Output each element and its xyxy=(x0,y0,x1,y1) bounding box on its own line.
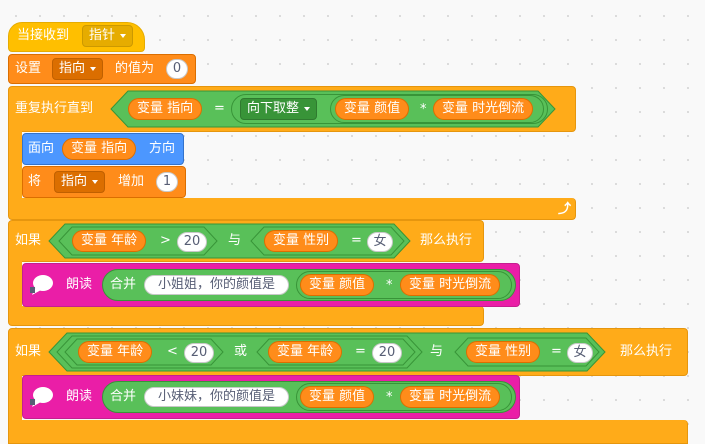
join-text-input-1[interactable]: 小姐姐，你的颜值是 xyxy=(144,275,289,295)
change-value-input[interactable]: 1 xyxy=(156,172,178,192)
change-variable-dropdown[interactable]: 指向 xyxy=(54,171,106,193)
change-variable-value: 指向 xyxy=(61,174,88,189)
join-2-label: 合并 xyxy=(110,389,137,404)
say2-multiply-sign: * xyxy=(386,390,393,405)
say2-color-reporter[interactable]: 变量 颜值 xyxy=(300,386,375,408)
age-b-value-input[interactable]: 20 xyxy=(372,343,402,363)
direction-label: 方向 xyxy=(149,141,176,156)
then-2-label: 那么执行 xyxy=(620,344,673,359)
variable-color-reporter[interactable]: 变量 颜值 xyxy=(335,98,410,120)
say1-color-reporter[interactable]: 变量 颜值 xyxy=(300,274,375,296)
when-receive-label: 当接收到 xyxy=(17,28,70,43)
and-label: 与 xyxy=(228,233,242,248)
chevron-down-icon xyxy=(92,179,99,184)
set-to-label: 的值为 xyxy=(115,61,155,76)
set-value-input[interactable]: 0 xyxy=(166,59,188,79)
set-variable-dropdown[interactable]: 指向 xyxy=(52,58,104,80)
speak-1-label: 朗读 xyxy=(66,277,93,292)
say1-multiply-sign: * xyxy=(386,278,393,293)
gender-2-equals-sign: = xyxy=(551,344,562,359)
if-block-1-arm xyxy=(8,258,22,308)
or-label: 或 xyxy=(234,344,248,359)
speech-bubble-icon xyxy=(30,275,53,295)
age-variable-reporter[interactable]: 变量 年龄 xyxy=(72,230,147,252)
message-dropdown-value: 指针 xyxy=(89,28,116,43)
chevron-down-icon xyxy=(90,66,97,71)
gender-2-value-input[interactable]: 女 xyxy=(567,343,593,363)
speak-2-label: 朗读 xyxy=(66,389,93,404)
gender-equals-sign: = xyxy=(351,233,362,248)
set-variable-dropdown-value: 指向 xyxy=(59,61,86,76)
chevron-down-icon xyxy=(304,106,311,111)
age-b-equals-sign: = xyxy=(355,344,366,359)
age-a-variable-reporter[interactable]: 变量 年龄 xyxy=(78,341,153,363)
repeat-until-bottom[interactable] xyxy=(8,198,576,220)
say1-time-reporter[interactable]: 变量 时光倒流 xyxy=(400,274,501,296)
variable-time-reporter[interactable]: 变量 时光倒流 xyxy=(433,98,534,120)
gender-2-variable-reporter[interactable]: 变量 性别 xyxy=(466,341,541,363)
then-label: 那么执行 xyxy=(420,233,473,248)
message-dropdown[interactable]: 指针 xyxy=(82,25,134,47)
if-block-2-arm xyxy=(8,372,22,422)
age-value-input[interactable]: 20 xyxy=(177,232,207,252)
greater-than-sign: > xyxy=(160,233,171,248)
chevron-down-icon xyxy=(120,33,127,38)
age-b-variable-reporter[interactable]: 变量 年龄 xyxy=(268,341,343,363)
age-a-value-input[interactable]: 20 xyxy=(184,343,214,363)
less-than-sign: < xyxy=(167,344,178,359)
gender-variable-reporter[interactable]: 变量 性别 xyxy=(264,230,339,252)
round-mode-dropdown[interactable]: 向下取整 xyxy=(240,98,318,120)
point-label: 面向 xyxy=(28,141,55,156)
if-block-2-bottom xyxy=(8,420,688,444)
and-2-label: 与 xyxy=(430,344,444,359)
repeat-until-arm xyxy=(8,128,22,200)
speech-bubble-icon xyxy=(30,387,53,407)
variable-pointer-reporter[interactable]: 变量 指向 xyxy=(128,98,203,120)
round-mode-value: 向下取整 xyxy=(247,101,300,116)
equals-sign: = xyxy=(214,101,225,116)
multiply-sign: * xyxy=(420,102,427,117)
gender-value-input[interactable]: 女 xyxy=(367,232,393,252)
join-1-label: 合并 xyxy=(110,277,137,292)
if-1-label: 如果 xyxy=(15,233,42,248)
change-label: 将 xyxy=(28,174,42,189)
point-variable-reporter[interactable]: 变量 指向 xyxy=(62,138,137,160)
repeat-until-label: 重复执行直到 xyxy=(15,101,94,116)
join-text-input-2[interactable]: 小妹妹，你的颜值是 xyxy=(144,387,289,407)
change-by-label: 增加 xyxy=(118,174,145,189)
if-2-label: 如果 xyxy=(15,344,42,359)
if-block-1-bottom xyxy=(8,306,484,326)
set-label: 设置 xyxy=(15,61,42,76)
loop-arrow-icon: ⤴ xyxy=(558,202,572,217)
say2-time-reporter[interactable]: 变量 时光倒流 xyxy=(400,386,501,408)
